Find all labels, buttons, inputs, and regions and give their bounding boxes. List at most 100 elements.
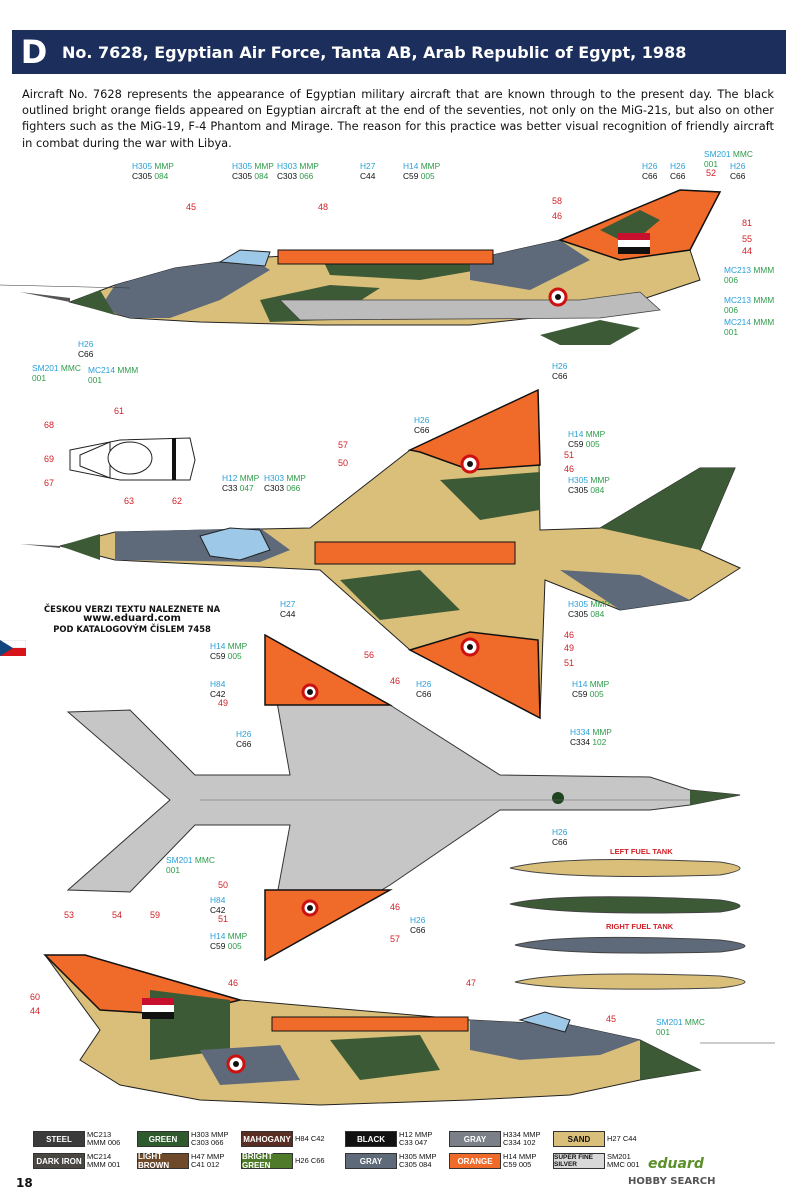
ref-number: 63 <box>124 496 135 506</box>
swatch-codes: H334 MMP C334 102 <box>503 1130 541 1147</box>
swatch-codes: SM201 MMC 001 <box>607 1152 640 1169</box>
czech-flag-icon <box>0 640 26 656</box>
czech-line-1: ČESKOU VERZI TEXTU NALEZNETE NA <box>44 604 221 614</box>
page-number: 18 <box>16 1176 33 1190</box>
ref-number: 46 <box>390 676 401 686</box>
swatch-codes: MC213 MMM 006 <box>87 1130 121 1147</box>
ref-number: 50 <box>218 880 229 890</box>
fuel-tanks <box>509 859 746 990</box>
ref-number: 57 <box>338 440 349 450</box>
ref-number: 67 <box>44 478 55 488</box>
ref-number: 44 <box>742 246 753 256</box>
swatch-gray: GRAY <box>449 1131 501 1147</box>
swatch-codes: H26 C66 <box>295 1156 325 1165</box>
ref-number: 48 <box>318 202 329 212</box>
ref-number: 46 <box>228 978 239 988</box>
ref-number: 68 <box>44 420 55 430</box>
swatch-black: BLACK <box>345 1131 397 1147</box>
ref-number: 61 <box>114 406 125 416</box>
ref-number: 49 <box>564 643 575 653</box>
czech-note: ČESKOU VERZI TEXTU NALEZNETE NA www.edua… <box>44 604 220 634</box>
legend-row-2: DARK IRON MC214 MMM 001 LIGHT BROWN H47 … <box>33 1151 657 1171</box>
ref-number: 51 <box>564 658 575 668</box>
ref-number: 52 <box>706 168 717 178</box>
swatch-codes: H27 C44 <box>607 1134 637 1143</box>
ref-number: 54 <box>112 910 123 920</box>
ref-number: 51 <box>564 450 575 460</box>
swatch-codes: H12 MMP C33 047 <box>399 1130 433 1147</box>
page-header: D No. 7628, Egyptian Air Force, Tanta AB… <box>12 30 786 74</box>
swatch-codes: MC214 MMM 001 <box>87 1152 121 1169</box>
paint-legend: STEEL MC213 MMM 006 GREEN H303 MMP C303 … <box>33 1129 773 1173</box>
ref-number: 53 <box>64 910 75 920</box>
ref-number: 60 <box>30 992 41 1002</box>
swatch-codes: H47 MMP C41 012 <box>191 1152 225 1169</box>
swatch-codes: H14 MMP C59 005 <box>503 1152 537 1169</box>
ref-number: 81 <box>742 218 753 228</box>
ref-number: 46 <box>564 630 575 640</box>
czech-url[interactable]: www.eduard.com <box>83 613 181 624</box>
swatch-sand: SAND <box>553 1131 605 1147</box>
swatch-codes: H84 C42 <box>295 1134 325 1143</box>
ref-number: 45 <box>606 1014 617 1024</box>
swatch-steel: STEEL <box>33 1131 85 1147</box>
ref-number: 47 <box>466 978 477 988</box>
right-fuel-tank-label: RIGHT FUEL TANK <box>606 922 674 931</box>
top-view <box>20 388 742 720</box>
swatch-bright-green: BRIGHT GREEN <box>241 1152 293 1170</box>
scheme-letter: D <box>20 33 48 71</box>
ref-number: 62 <box>172 496 183 506</box>
swatch-super-fine-silver: SUPER FINE SILVER <box>553 1153 605 1169</box>
eduard-logo: eduard <box>648 1156 704 1172</box>
scheme-title: No. 7628, Egyptian Air Force, Tanta AB, … <box>62 42 687 62</box>
swatch-light-brown: LIGHT BROWN <box>137 1152 189 1170</box>
ref-number: 56 <box>364 650 375 660</box>
side-profile-right <box>43 954 775 1106</box>
swatch-mahogany: MAHOGANY <box>241 1131 293 1147</box>
ref-number: 46 <box>390 902 401 912</box>
ref-number: 50 <box>338 458 349 468</box>
underside-view <box>66 633 741 962</box>
legend-row-1: STEEL MC213 MMM 006 GREEN H303 MMP C303 … <box>33 1129 657 1149</box>
ref-number: 69 <box>44 454 55 464</box>
ref-number: 59 <box>150 910 161 920</box>
inlet-detail <box>69 437 196 481</box>
swatch-green: GREEN <box>137 1131 189 1147</box>
hobby-search-watermark: HOBBY SEARCH <box>628 1176 716 1187</box>
ref-number: 49 <box>218 698 229 708</box>
swatch-dark-iron: DARK IRON <box>33 1153 85 1169</box>
ref-number: 46 <box>564 464 575 474</box>
swatch-codes: H303 MMP C303 066 <box>191 1130 229 1147</box>
ref-number: 58 <box>552 196 563 206</box>
